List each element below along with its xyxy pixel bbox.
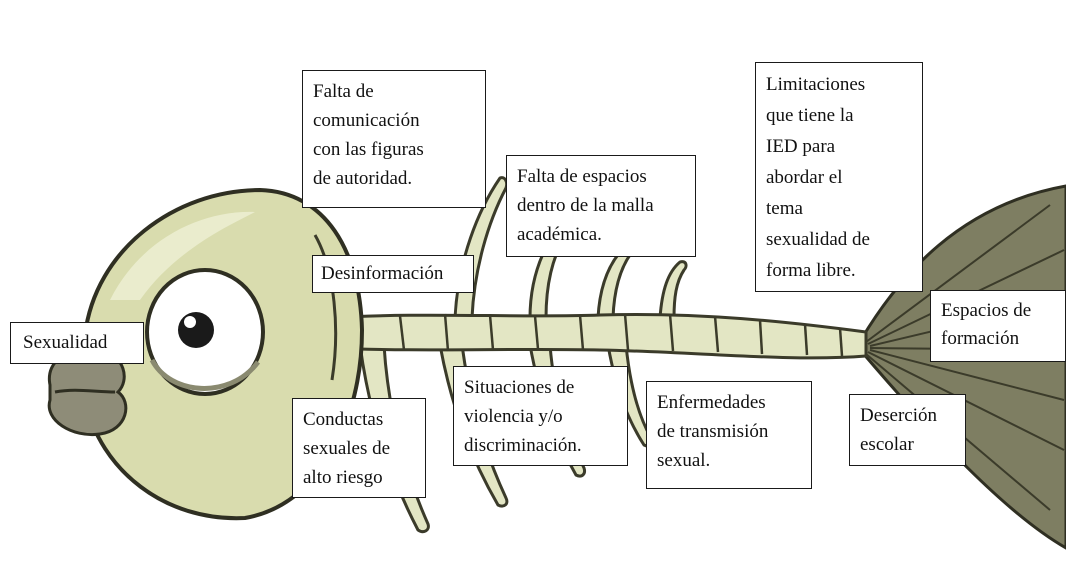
cause-label-top-3: Falta de espacios dentro de la malla aca… bbox=[506, 155, 696, 257]
cause-label-top-2: Desinformación bbox=[312, 255, 474, 293]
cause-label-top-5: Espacios de formación bbox=[930, 290, 1066, 362]
cause-label-bottom-2: Situaciones de violencia y/o discriminac… bbox=[453, 366, 628, 466]
cause-label-bottom-1: Conductas sexuales de alto riesgo bbox=[292, 398, 426, 498]
vertebrae bbox=[398, 313, 844, 357]
cause-label-bottom-4: Deserción escolar bbox=[849, 394, 966, 466]
problem-label: Sexualidad bbox=[10, 322, 144, 364]
cause-label-bottom-3: Enfermedades de transmisión sexual. bbox=[646, 381, 812, 489]
cause-label-top-4: Limitaciones que tiene la IED para abord… bbox=[755, 62, 923, 292]
eye-icon bbox=[145, 268, 265, 396]
cause-label-top-1: Falta de comunicación con las figuras de… bbox=[302, 70, 486, 208]
spine bbox=[328, 312, 868, 360]
